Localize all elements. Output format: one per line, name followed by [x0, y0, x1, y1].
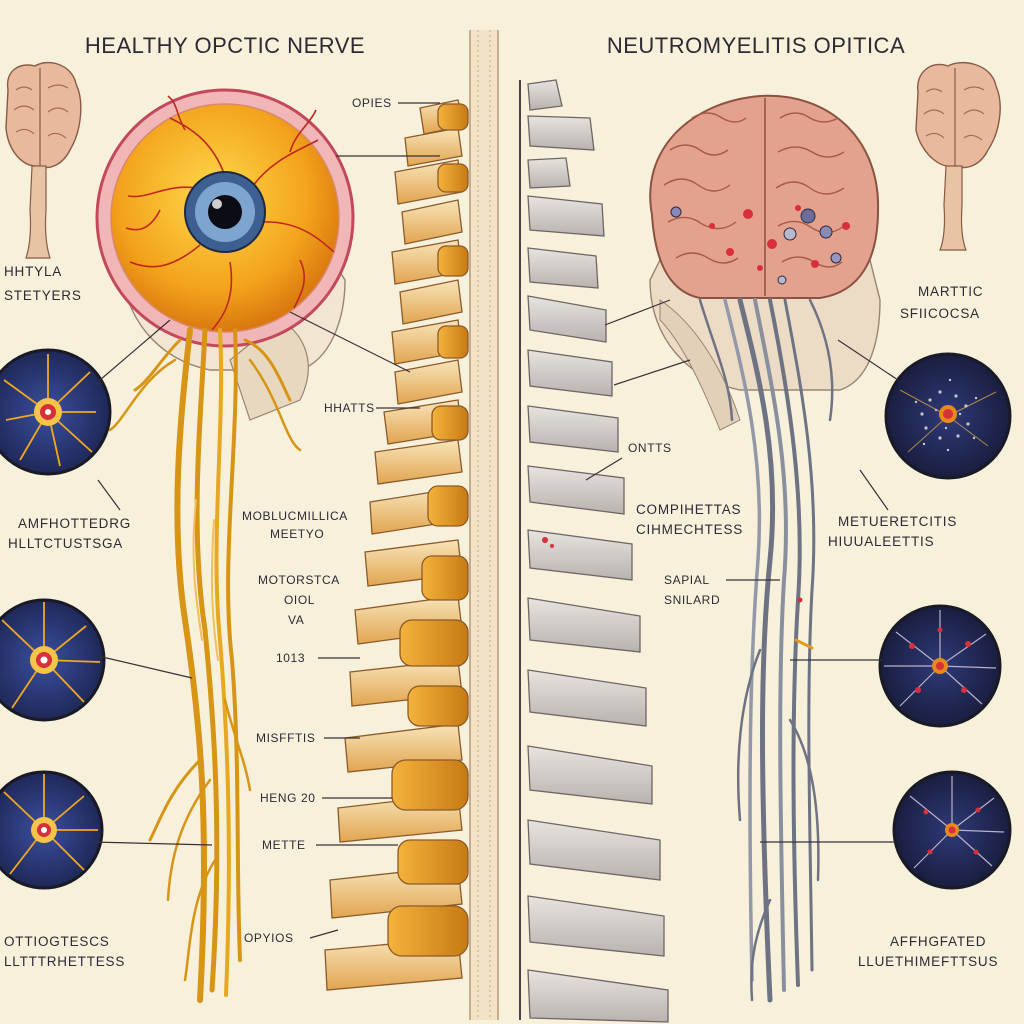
labels-right: ONTTS COMPIHETTAS CIHMECHTESS SAPIAL SNI… [628, 284, 998, 969]
label-opies: OPIES [352, 96, 392, 110]
leader-lines [91, 102, 899, 939]
label-misstis: MISFFTIS [256, 731, 315, 745]
label-sapial-line1: SAPIAL [664, 573, 710, 587]
label-1013: 1013 [276, 651, 305, 665]
label-amfh-line2: HLLTCTUSTSGA [8, 536, 123, 551]
label-hhtyla-line1: HHTYLA [4, 264, 62, 279]
cell-circle-right-2 [878, 604, 1002, 728]
label-motor-line2: OIOL [284, 593, 315, 607]
small-brain-left [5, 61, 82, 259]
title-healthy-optic-nerve: HEALTHY OPCTIC NERVE [85, 33, 365, 58]
label-martic-line1: MARTTIC [918, 284, 983, 299]
title-neuromyelitis-optica: NEUTROMYELITIS OPITICA [607, 33, 905, 58]
label-motor-line1: MOTORSTCA [258, 573, 340, 587]
label-heng-20: HENG 20 [260, 791, 316, 805]
label-sapial-line2: SNILARD [664, 593, 720, 607]
healthy-eyeball [95, 88, 355, 348]
label-ottog-line2: LLTTTRHETTESS [4, 954, 125, 969]
labels-left: OPIES HHATTS HHTYLA STETYERS AMFHOTTEDRG… [4, 96, 392, 969]
label-ottog-line1: OTTIOGTESCS [4, 934, 110, 949]
label-moblu-line1: MOBLUCMILLICA [242, 509, 348, 523]
cell-circle-left-1 [0, 348, 112, 476]
affected-brain [649, 94, 880, 299]
label-moblu-line2: MEETYO [270, 527, 324, 541]
label-metu-line2: HIUUALEETTIS [828, 534, 934, 549]
label-metu-line1: METUERETCITIS [838, 514, 957, 529]
label-hhatts: HHATTS [324, 401, 375, 415]
label-comph-line2: CIHMECHTESS [636, 522, 743, 537]
center-divider [469, 30, 521, 1020]
label-motor-line3: VA [288, 613, 304, 627]
cell-circle-right-1 [884, 352, 1012, 480]
label-ontts: ONTTS [628, 441, 672, 455]
label-martic-line2: SFIICOCSA [900, 306, 980, 321]
label-affh-line2: LLUETHIMEFTTSUS [858, 954, 998, 969]
cell-circle-left-2 [0, 598, 106, 722]
brain-lesions [670, 205, 850, 285]
cell-circle-right-3 [892, 770, 1012, 890]
affected-spine [527, 79, 669, 1023]
label-hhtyla-line2: STETYERS [4, 288, 82, 303]
label-amfh-line1: AMFHOTTEDRG [18, 516, 131, 531]
label-comph-line1: COMPIHETTAS [636, 502, 741, 517]
label-opyios: OPYIOS [244, 931, 294, 945]
small-brain-right [915, 62, 1001, 251]
label-mette: METTE [262, 838, 306, 852]
healthy-optic-nerve [108, 327, 302, 1003]
cell-circle-left-3 [0, 770, 104, 890]
label-affh-line1: AFFHGFATED [890, 934, 986, 949]
